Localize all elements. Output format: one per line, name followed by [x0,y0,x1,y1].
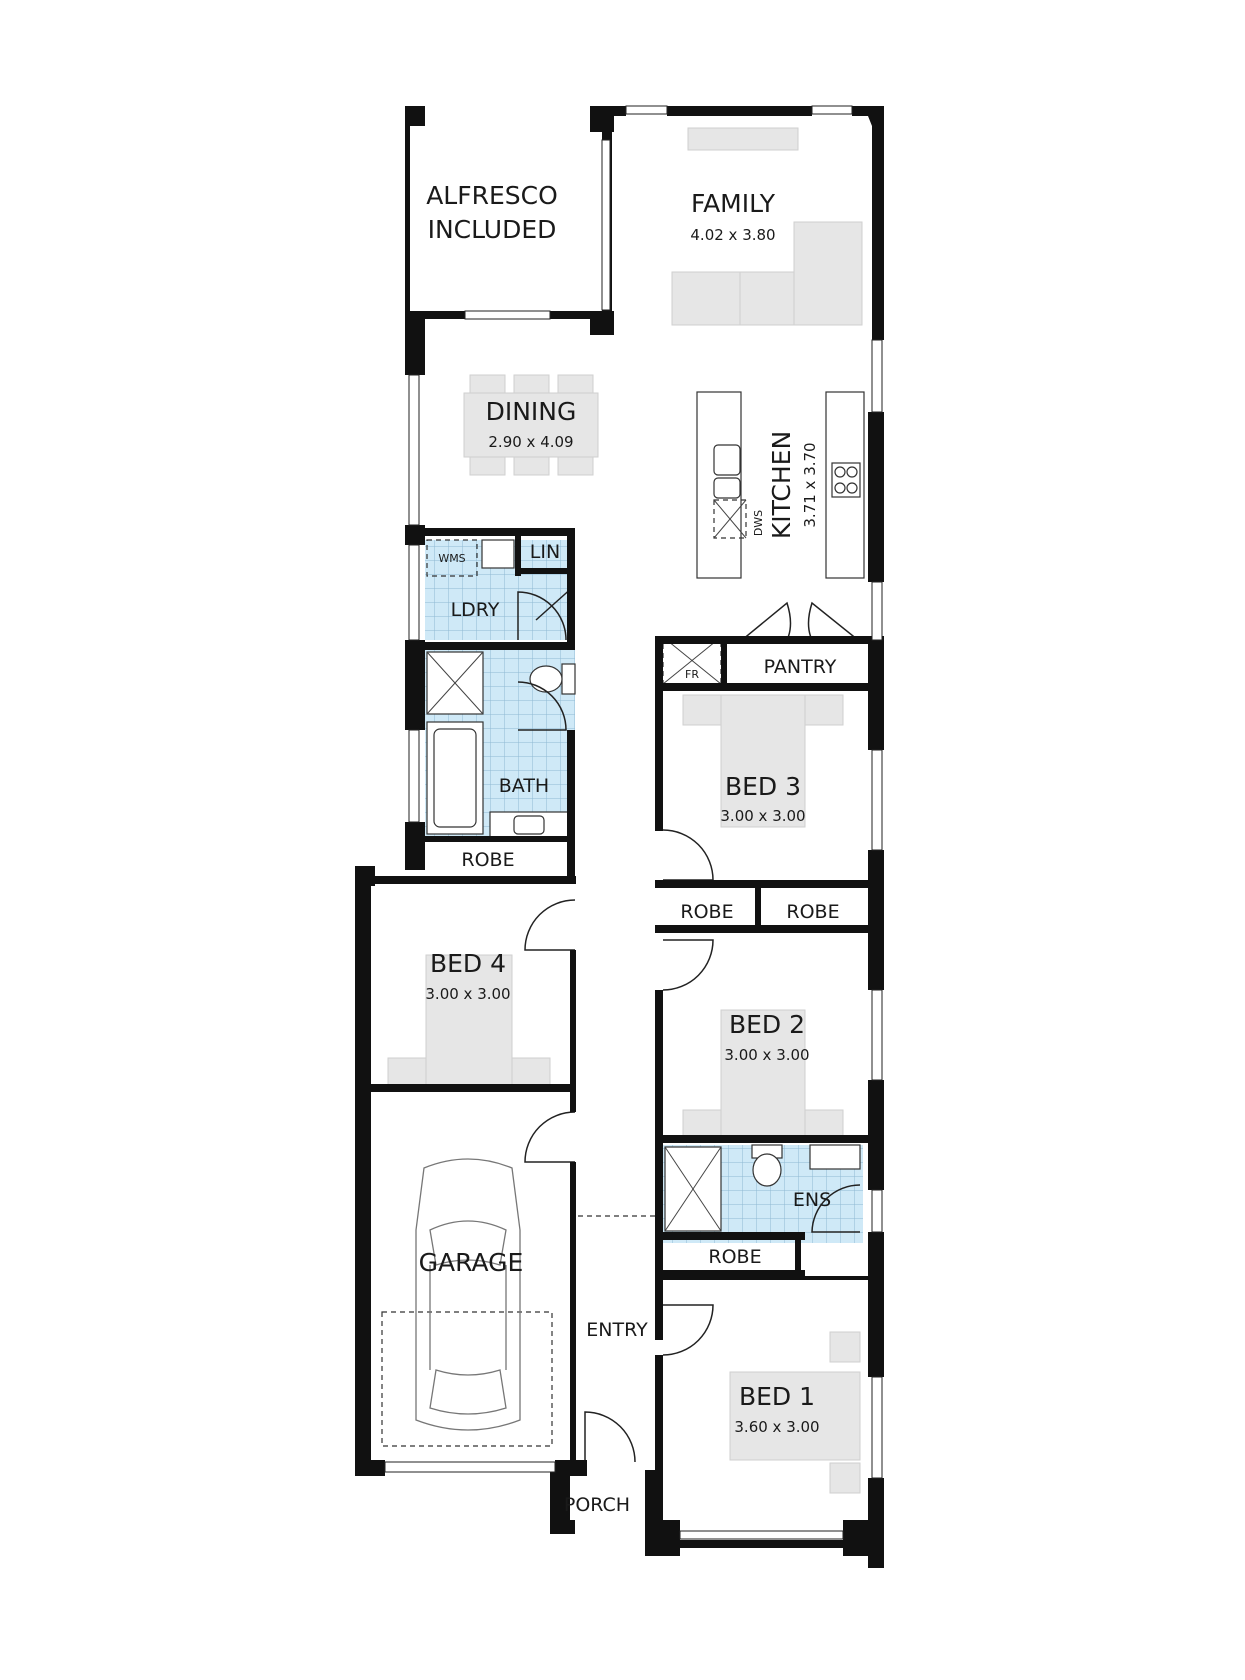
bedside-table [387,1057,427,1089]
room-label-robe-bed3: ROBE [680,901,733,923]
wet-fixtures: WMS [426,539,861,1232]
toilet-cistern [561,663,576,695]
furniture [387,127,863,1494]
fridge-tag: FR [685,668,699,681]
room-label-bath: BATH [499,775,549,797]
washing-machine-space [426,539,478,577]
dining-chair [513,374,550,394]
bed-bed1 [729,1371,861,1461]
room-label-robe-bed2: ROBE [786,901,839,923]
tv-unit [687,127,799,151]
doors [517,585,861,1463]
room-label-pantry: PANTRY [764,656,837,678]
room-label-bed2: BED 2 [729,1010,805,1039]
dining-chair [469,456,506,476]
laundry-door [517,591,567,641]
room-label-linen: LIN [530,541,560,563]
room-label-entry: ENTRY [586,1319,648,1341]
walls [355,106,884,1568]
labels: ALFRESCO INCLUDED FAMILY 4.02 x 3.80 DIN… [419,181,840,1516]
room-label-bed3: BED 3 [725,772,801,801]
kitchen-fixtures: DWS FR [662,391,865,685]
bedside-table [682,694,722,726]
bedside-table [804,694,844,726]
room-label-kitchen: KITCHEN [767,431,796,539]
pantry-door [741,601,792,641]
garage-workspace [381,1311,553,1447]
bath-door [517,681,567,731]
room-label-garage: GARAGE [419,1248,524,1277]
bedside-table [829,1331,861,1363]
front-door [584,1411,636,1463]
room-label-bed4: BED 4 [430,949,506,978]
sink-icon [713,444,741,476]
dining-chair [557,374,594,394]
washing-machine-tag: WMS [438,552,465,565]
dishwasher-tag: DWS [752,510,765,536]
room-label-ensuite: ENS [793,1189,831,1211]
room-size-dining: 2.90 x 4.09 [488,433,573,451]
room-label-robe-bath: ROBE [461,849,514,871]
bed4-door [524,899,576,951]
room-label-porch: PORCH [564,1494,630,1516]
sink-icon [713,477,741,499]
bed3-door [662,829,714,881]
room-size-bed1: 3.60 x 3.00 [734,1418,819,1436]
bed-bed2 [720,1009,806,1141]
room-size-bed3: 3.00 x 3.00 [720,807,805,825]
dining-chair [557,456,594,476]
dining-chair [469,374,506,394]
toilet-icon [529,665,563,693]
bed-bed3 [720,694,806,828]
ensuite-vanity-icon [809,1144,861,1170]
windows [384,105,883,1540]
bed1-door [662,1304,714,1356]
dining-table [463,392,599,458]
bed-bed4 [425,954,513,1089]
room-size-bed4: 3.00 x 3.00 [425,985,510,1003]
room-label-alfresco-line1: ALFRESCO [426,181,558,210]
garage-door [524,1111,576,1163]
pantry-door [807,601,859,641]
bedside-table [829,1462,861,1494]
room-size-bed2: 3.00 x 3.00 [724,1046,809,1064]
bed2-door [662,939,714,991]
bedside-table [511,1057,551,1089]
laundry-tub-icon [481,539,515,569]
room-label-alfresco-line2: INCLUDED [428,215,557,244]
room-size-kitchen: 3.71 x 3.70 [801,442,819,527]
dining-chair [513,456,550,476]
dishwasher-icon [713,499,747,539]
ensuite-door [811,1184,861,1233]
room-label-family: FAMILY [691,189,776,218]
room-label-bed1: BED 1 [739,1382,815,1411]
room-label-laundry: LDRY [451,599,500,621]
room-size-family: 4.02 x 3.80 [690,226,775,244]
car-icon [381,1158,553,1447]
room-label-dining: DINING [486,397,577,426]
room-label-robe-bed1: ROBE [708,1246,761,1268]
ensuite-toilet-icon [752,1153,782,1187]
